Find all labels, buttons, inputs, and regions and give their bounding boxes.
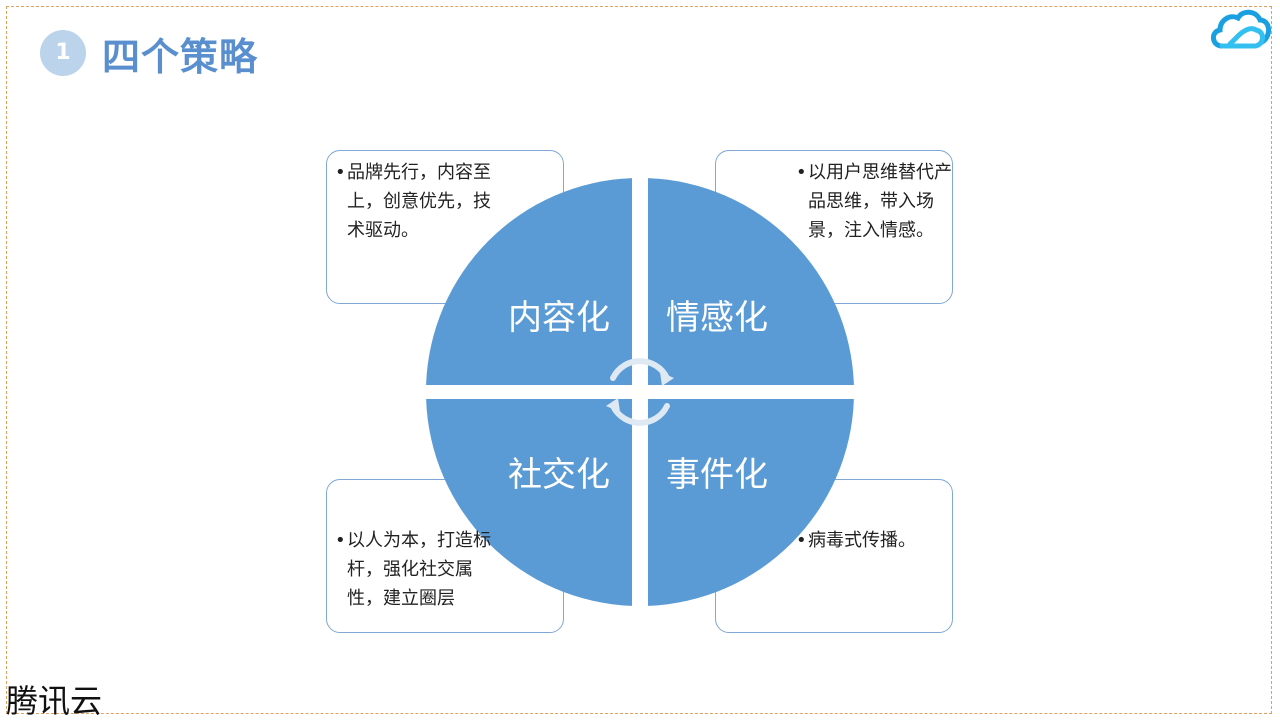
quadrant-top-left <box>426 178 632 385</box>
bullet-dot-icon: • <box>796 530 807 551</box>
step-badge: 1 <box>40 30 86 76</box>
quadrant-label-bottom-left: 社交化 <box>508 455 610 495</box>
description-top-left: • 品牌先行，内容至上，创意优先，技术驱动。 <box>335 158 497 245</box>
bullet-dot-icon: • <box>796 162 807 183</box>
bullet-dot-icon: • <box>335 530 346 551</box>
slide-frame <box>6 6 1272 714</box>
quadrant-label-top-left: 内容化 <box>508 298 610 338</box>
quadrant-bottom-left <box>426 399 632 606</box>
description-top-right: • 以用户思维替代产品思维，带入场景，注入情感。 <box>796 158 958 245</box>
description-bottom-right: • 病毒式传播。 <box>796 526 958 555</box>
quadrant-top-right <box>648 178 854 385</box>
tencent-cloud-icon <box>1211 9 1271 49</box>
quadrant-bottom-right <box>648 399 854 606</box>
description-bottom-left: • 以人为本，打造标杆，强化社交属性，建立圈层 <box>335 526 497 613</box>
quadrant-label-bottom-right: 事件化 <box>666 455 768 495</box>
bullet-dot-icon: • <box>335 162 346 183</box>
brand-footer: 腾讯云 <box>6 682 103 720</box>
quadrant-label-top-right: 情感化 <box>666 298 768 338</box>
cycle-arrows-icon <box>610 358 670 426</box>
slide-title: 四个策略 <box>102 35 259 79</box>
quadrant-circle <box>426 178 854 606</box>
